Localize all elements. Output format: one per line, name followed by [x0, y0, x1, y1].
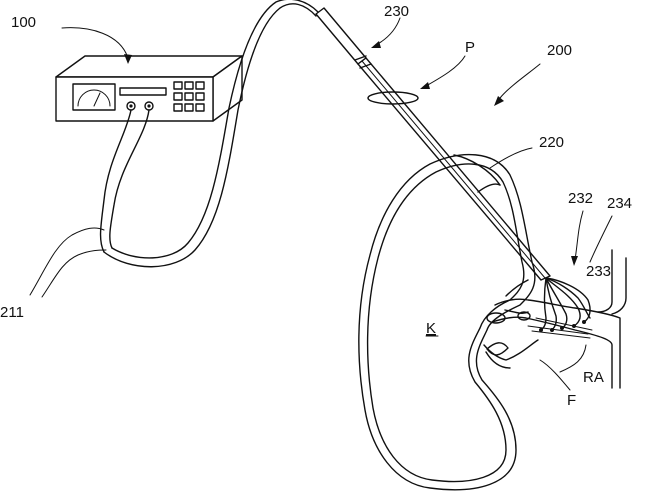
label-array: 232	[568, 190, 593, 207]
label-patient: P	[465, 39, 475, 56]
connector-cables	[30, 0, 318, 297]
label-generator: 100	[11, 14, 36, 31]
label-electrodes: 233	[586, 263, 611, 280]
label-catheter: 230	[384, 3, 409, 20]
electrode-basket	[528, 278, 592, 338]
label-femoral: F	[567, 392, 576, 409]
display-slot	[120, 88, 166, 95]
label-system: 200	[547, 42, 572, 59]
label-tip: 234	[607, 195, 632, 212]
catheter-shaft	[316, 8, 550, 280]
label-guide: 220	[539, 134, 564, 151]
label-renal-artery: RA	[583, 369, 604, 386]
label-kidney: K	[426, 320, 436, 337]
kidney-outline	[359, 155, 535, 490]
keypad-icon	[174, 82, 204, 111]
dial-gauge-icon	[73, 84, 115, 110]
label-cable: 211	[0, 304, 24, 321]
